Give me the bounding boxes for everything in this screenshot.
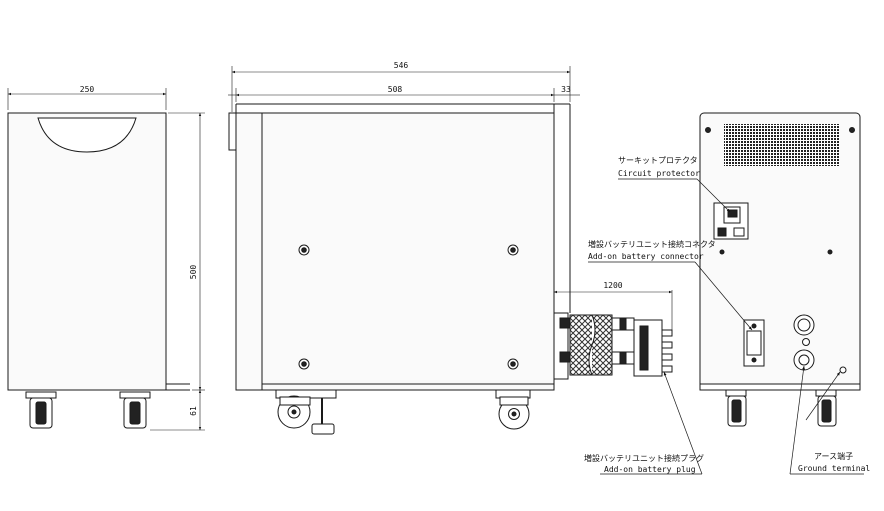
- side-body-label: 508: [388, 85, 403, 94]
- rear-caster-right: [815, 389, 837, 427]
- plug-label-jp: 増設バッテリユニット接続プラグ: [584, 453, 704, 463]
- front-handle-recess: [37, 117, 137, 153]
- front-caster-right: [119, 391, 151, 429]
- caster-height-label: 61: [189, 406, 198, 416]
- front-view: [7, 88, 205, 431]
- front-caster-left: [25, 391, 57, 429]
- rear-view: [699, 112, 861, 427]
- front-body: [7, 112, 167, 391]
- connector-label-jp: 増設バッテリユニット接続コネクタ: [588, 239, 716, 249]
- side-body: [235, 112, 555, 391]
- side-overall-label: 546: [394, 61, 409, 70]
- side-caster-left: [277, 395, 335, 435]
- circuit-protector-label-jp: サーキットプロテクタ: [618, 156, 698, 165]
- ground-label-jp: アース端子: [814, 451, 853, 461]
- circuit-protector-label-en: Circuit protector: [618, 169, 700, 178]
- side-bolt: [507, 358, 519, 370]
- callout-leaders: [588, 178, 864, 475]
- side-view: [228, 66, 673, 435]
- front-height-label: 500: [189, 265, 198, 280]
- side-offset-label: 33: [561, 85, 571, 94]
- side-bolt: [298, 358, 310, 370]
- side-bolt: [298, 244, 310, 256]
- rear-caster-left: [725, 389, 747, 427]
- front-width-label: 250: [80, 85, 95, 94]
- circuit-protector: [713, 202, 749, 240]
- plug-label-en: Add-on battery plug: [604, 465, 696, 474]
- vent-grille: [724, 124, 840, 166]
- side-caster-right: [498, 396, 530, 430]
- ground-terminal: [839, 366, 847, 374]
- add-on-battery-connector: [743, 319, 765, 367]
- cable-gland-upper: [793, 314, 815, 336]
- cable-length-label: 1200: [603, 281, 622, 290]
- cable-gland-lower: [793, 349, 815, 371]
- side-bolt: [507, 244, 519, 256]
- ground-label-en: Ground terminal: [798, 464, 870, 473]
- connector-label-en: Add-on battery connector: [588, 252, 704, 261]
- add-on-battery-cable: [553, 290, 673, 380]
